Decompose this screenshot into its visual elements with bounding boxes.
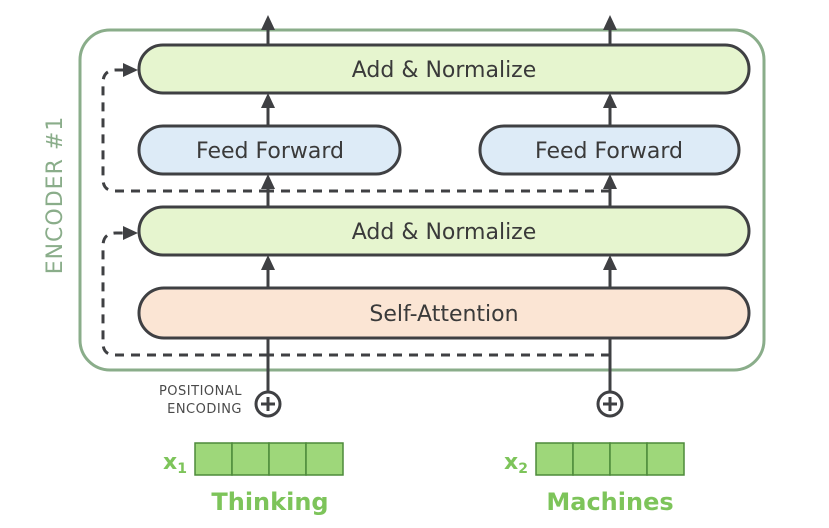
arrow-up-icon (603, 15, 617, 30)
input-1-word: Thinking (211, 488, 328, 516)
feed-forward-1-box (137, 124, 402, 176)
embedding-cell (535, 442, 574, 476)
feed-forward-2-label: Feed Forward (535, 139, 683, 164)
residual-connections (101, 63, 610, 357)
arrow-up-icon (261, 93, 275, 108)
feed-forward-2-box (478, 124, 741, 176)
add-normalize-bottom-label: Add & Normalize (352, 220, 537, 245)
input-1-embedding (194, 442, 344, 476)
arrow-up-icon (603, 93, 617, 108)
embedding-cell (609, 442, 648, 476)
input-2-symbol: x2 (504, 450, 528, 477)
input-2-word: Machines (546, 488, 673, 516)
embedding-cell (231, 442, 270, 476)
positional-encoding-label-line1: POSITIONAL (159, 384, 242, 399)
arrow-up-icon (603, 255, 617, 270)
arrow-up-icon (603, 174, 617, 189)
encoder-frame (78, 28, 766, 372)
positional-encoding-label-line2: ENCODING (167, 402, 242, 417)
embedding-cell (194, 442, 233, 476)
embedding-cell (305, 442, 344, 476)
plus-circle-icon (254, 390, 282, 418)
input-2-embedding (535, 442, 685, 476)
add-normalize-top-label: Add & Normalize (352, 58, 537, 83)
encoder-label: ENCODER #1 (43, 116, 68, 275)
self-attention-label: Self-Attention (369, 302, 518, 327)
self-attention-box (137, 286, 751, 340)
embedding-cell (268, 442, 307, 476)
embedding-cell (572, 442, 611, 476)
plus-circle-icon (596, 390, 624, 418)
feed-forward-1-label: Feed Forward (196, 139, 344, 164)
arrow-up-icon (261, 15, 275, 30)
arrow-right-icon (123, 63, 138, 77)
arrow-right-icon (123, 226, 138, 240)
arrow-up-icon (261, 255, 275, 270)
arrow-up-icon (261, 174, 275, 189)
input-1-symbol: x1 (163, 450, 187, 477)
add-normalize-top-box (137, 43, 751, 95)
add-normalize-bottom-box (137, 205, 751, 257)
embedding-cell (646, 442, 685, 476)
